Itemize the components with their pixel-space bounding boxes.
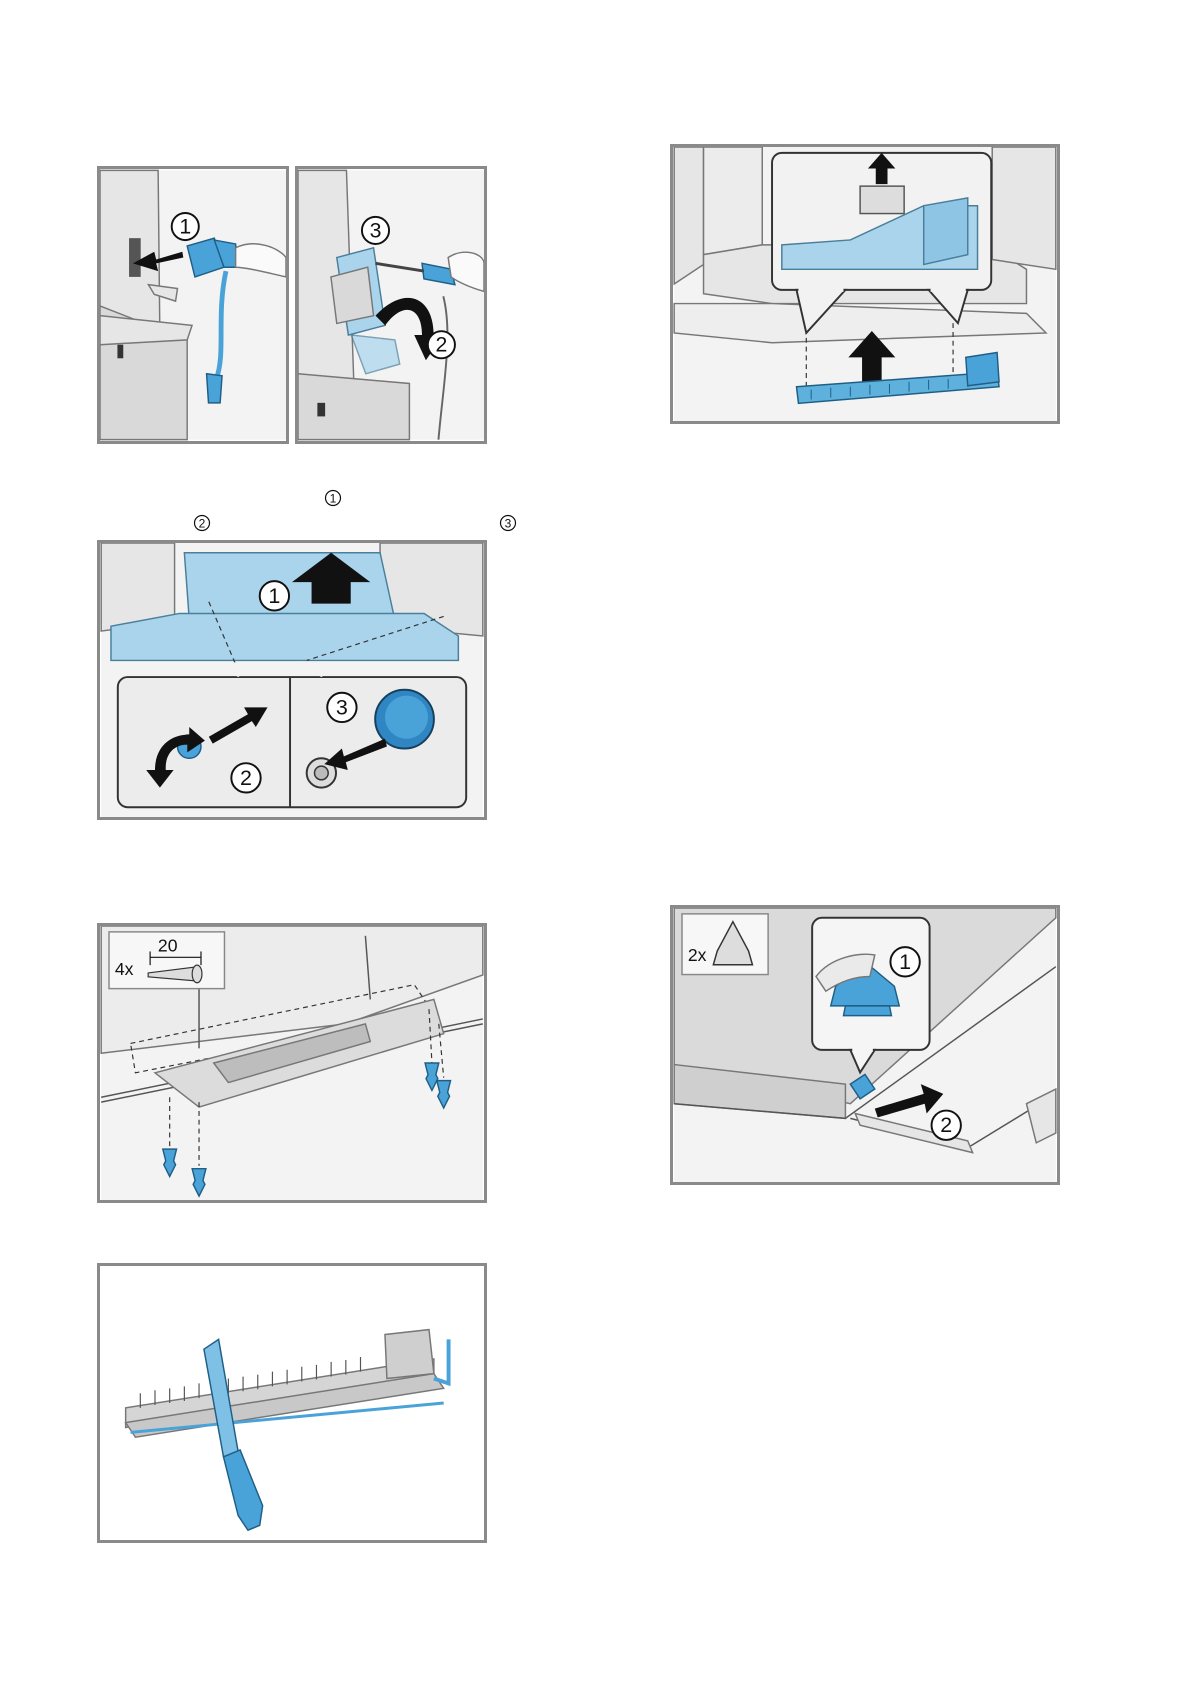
remove-strip-illustration	[673, 147, 1057, 421]
cut-strip-illustration	[100, 1266, 484, 1540]
step-number: 2	[435, 333, 447, 357]
figure-5-panel	[670, 144, 1060, 424]
inline-step-marker-2: 2	[193, 514, 211, 532]
figure-2-panel: 1 2 3	[97, 540, 487, 820]
figure-3-panel: 4x 20	[97, 923, 487, 1203]
dimension-label: 20	[158, 935, 178, 955]
step-number: 1	[899, 950, 911, 974]
quantity-label: 4x	[115, 959, 134, 979]
inline-step-marker-3: 3	[499, 514, 517, 532]
clip-mount-illustration: 1 2 2x	[673, 908, 1057, 1182]
svg-text:3: 3	[505, 517, 512, 531]
figure-1-left-panel: 1	[97, 166, 289, 444]
step-number: 3	[336, 695, 348, 719]
screw-mount-illustration: 4x 20	[100, 926, 484, 1200]
step-number: 1	[179, 215, 191, 239]
quantity-label: 2x	[688, 945, 707, 965]
figure-6-panel: 1 2 2x	[670, 905, 1060, 1185]
lift-hood-illustration: 1 2 3	[100, 543, 484, 817]
step-number: 1	[268, 584, 280, 608]
figure-4-panel	[97, 1263, 487, 1543]
inline-step-marker-1: 1	[324, 489, 342, 507]
remove-cover-illustration: 3 2	[298, 169, 484, 441]
step-number: 2	[940, 1113, 952, 1137]
step-number: 3	[370, 218, 382, 242]
step-number: 2	[240, 766, 252, 790]
unplug-illustration: 1	[100, 169, 286, 441]
svg-text:1: 1	[330, 492, 337, 506]
figure-1-right-panel: 3 2	[295, 166, 487, 444]
svg-text:2: 2	[199, 517, 206, 531]
